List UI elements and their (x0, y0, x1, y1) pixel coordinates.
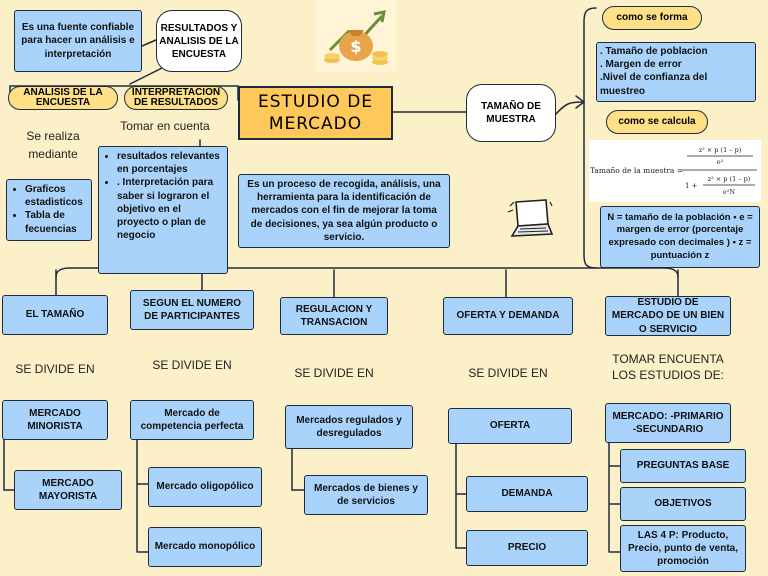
col2-item-1: Mercado de competencia perfecta (130, 400, 254, 440)
line-c2-branch (136, 419, 149, 553)
col2-header: SEGUN EL NUMERO DE PARTICIPANTES (130, 290, 254, 330)
col4-item-3: PRECIO (466, 530, 588, 566)
col5-item-2: PREGUNTAS BASE (620, 449, 746, 483)
list-item: . Margen de error (600, 59, 682, 71)
line-c4-branch (455, 427, 467, 549)
laptop-icon (506, 196, 554, 240)
col2-connector: SE DIVIDE EN (152, 358, 232, 372)
formula-den-bottom: e²N (723, 188, 735, 196)
col4-header: OFERTA Y DEMANDA (443, 297, 573, 335)
tomar-en-cuenta-text: Tomar en cuenta (120, 119, 210, 133)
col3-header: REGULACION Y TRANSACION (280, 297, 388, 335)
list-item: . Interpretación para saber si lograron … (117, 176, 223, 242)
col2-item-3: Mercado monopólico (148, 527, 262, 567)
line-tamano-arrow (555, 101, 583, 115)
list-item: Graficos estadisticos (25, 183, 87, 209)
como-se-forma-pill: como se forma (602, 6, 702, 30)
col4-item-1: OFERTA (448, 408, 572, 444)
col1-header: EL TAMAÑO (2, 295, 108, 335)
col3-item-2: Mercados de bienes y de servicios (304, 475, 428, 515)
analisis-encuesta-pill: ANALISIS DE LA ENCUESTA (8, 86, 118, 110)
formula-num-top: z² × p (1 – p) (699, 146, 742, 154)
analisis-list: Graficos estadisticos Tabla de fecuencia… (6, 179, 92, 241)
sample-size-formula: Tamaño de la muestra = z² × p (1 – p) e²… (589, 140, 761, 202)
col5-connector: TOMAR ENCUENTA LOS ESTUDIOS DE: (611, 352, 725, 383)
interpretacion-list: resultados relevantes en porcentajes . I… (98, 146, 228, 274)
col4-connector: SE DIVIDE EN (468, 366, 548, 380)
col1-connector: SE DIVIDE EN (15, 362, 95, 376)
formula-num-bottom: e² (717, 158, 724, 166)
col3-item-1: Mercados regulados y desregulados (285, 405, 413, 449)
col4-item-2: DEMANDA (466, 476, 588, 512)
list-item: . Tamaño de poblacion (600, 46, 708, 57)
resultados-bubble: RESULTADOS Y ANALISIS DE LA ENCUESTA (156, 10, 242, 72)
right-bracket (583, 7, 597, 269)
col2-item-2: Mercado oligopólico (148, 467, 262, 507)
formula-legend: N = tamaño de la población • e = margen … (600, 206, 760, 268)
line-horizontal-bus (55, 267, 679, 278)
interpretacion-resultados-pill: INTERPRETACION DE RESULTADOS (124, 86, 228, 110)
col5-header: ESTUDIO DE MERCADO DE UN BIEN O SERVICIO (605, 296, 731, 336)
col5-item-4: LAS 4 P: Producto, Precio, punto de vent… (620, 525, 746, 572)
tamano-muestra-bubble: TAMAÑO DE MUESTRA (466, 84, 556, 142)
col5-item-3: OBJETIVOS (620, 487, 746, 521)
svg-text:$: $ (350, 37, 361, 56)
definition-box: Es un proceso de recogida, análisis, una… (238, 174, 450, 248)
formula-den-top: z² × p (1 – p) (708, 175, 751, 183)
col5-item-1: MERCADO: -PRIMARIO -SECUNDARIO (605, 403, 731, 443)
col3-connector: SE DIVIDE EN (294, 366, 374, 380)
line-c5-branch (608, 429, 621, 553)
line-c1-branch (3, 417, 15, 491)
list-item: .Nivel de confianza del muestreo (600, 72, 708, 97)
line-bus-drops (55, 269, 679, 298)
list-item: Tabla de fecuencias (25, 209, 87, 235)
como-se-calcula-pill: como se calcula (606, 110, 708, 134)
fuente-note: Es una fuente confiable para hacer un an… (14, 10, 142, 72)
list-item: resultados relevantes en porcentajes (117, 150, 223, 176)
money-bag-coins-growth-icon: $ (316, 0, 396, 72)
col1-item-2: MERCADO MAYORISTA (14, 470, 122, 510)
col1-item-1: MERCADO MINORISTA (2, 400, 108, 440)
formula-label: Tamaño de la muestra = (590, 166, 683, 175)
forma-list: . Tamaño de poblacion . Margen de error … (596, 42, 756, 102)
se-realiza-text: Se realiza mediante (26, 129, 80, 161)
line-note-bubble (141, 39, 157, 47)
formula-den-prefix: 1 + (685, 182, 698, 190)
page-title: ESTUDIO DE MERCADO (238, 86, 393, 140)
